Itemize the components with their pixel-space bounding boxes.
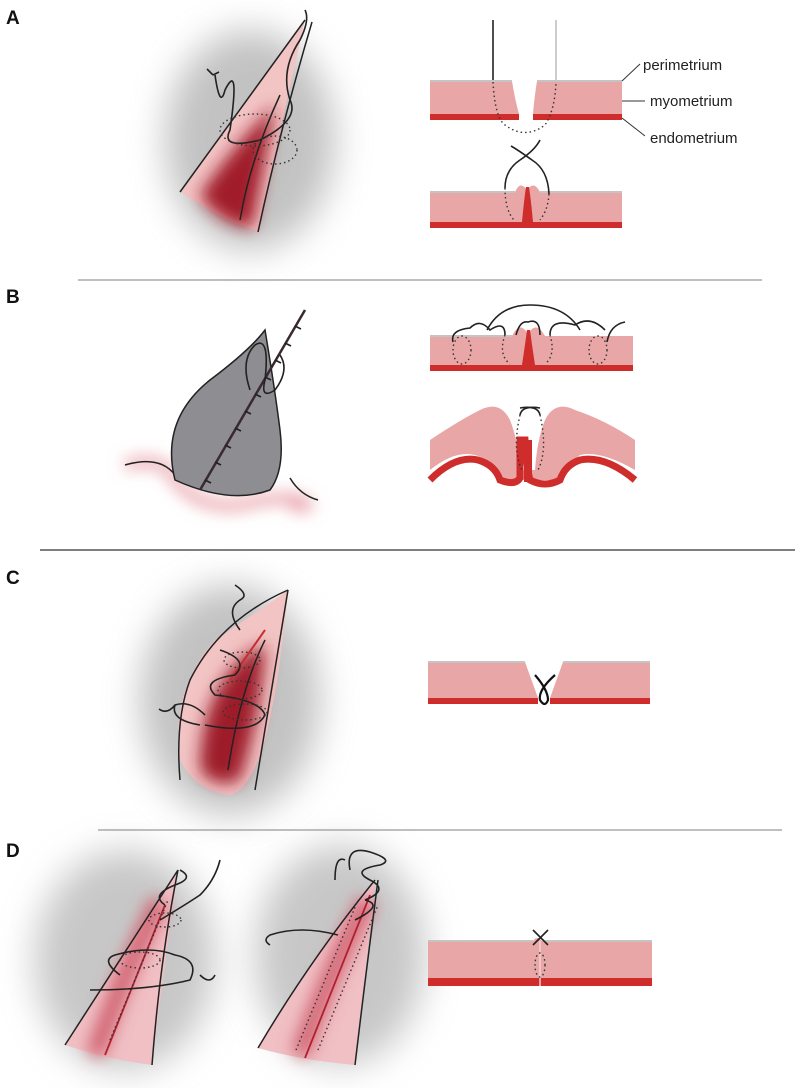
panel-d-flap-left <box>35 850 221 1070</box>
panel-d: D <box>6 841 652 1070</box>
needle-icon <box>206 68 220 76</box>
panel-a: A perimetrium myome <box>6 8 738 250</box>
closed-uterine-wall <box>170 328 282 497</box>
wound-bed <box>200 105 275 228</box>
panel-b-cross-section-folded <box>427 406 638 488</box>
panel-a-cross-section-closed <box>430 139 622 228</box>
label-perimetrium: perimetrium <box>643 57 722 74</box>
suture-knot <box>534 674 556 706</box>
panel-label-d: D <box>6 841 20 862</box>
suture-line <box>198 309 307 491</box>
needle-icon <box>158 704 176 713</box>
panel-label-b: B <box>6 287 20 308</box>
panel-c-running-suture-illustration <box>140 584 320 815</box>
suture-thread <box>214 9 308 145</box>
panel-d-flap-right <box>255 845 425 1066</box>
panel-c: C <box>6 568 650 815</box>
panel-b-cross-section-top <box>430 304 633 371</box>
panel-b-closed-incision-illustration <box>123 309 319 512</box>
panel-a-cross-section-open: perimetrium myometrium endometrium <box>430 20 738 147</box>
label-myometrium: myometrium <box>650 93 733 110</box>
panel-label-a: A <box>6 8 20 29</box>
panel-c-cross-section <box>428 661 650 706</box>
panel-b: B <box>6 287 638 512</box>
panel-label-c: C <box>6 568 20 589</box>
panel-a-flap-illustration <box>165 9 335 250</box>
panel-d-cross-section <box>428 929 652 986</box>
label-endometrium: endometrium <box>650 130 738 147</box>
